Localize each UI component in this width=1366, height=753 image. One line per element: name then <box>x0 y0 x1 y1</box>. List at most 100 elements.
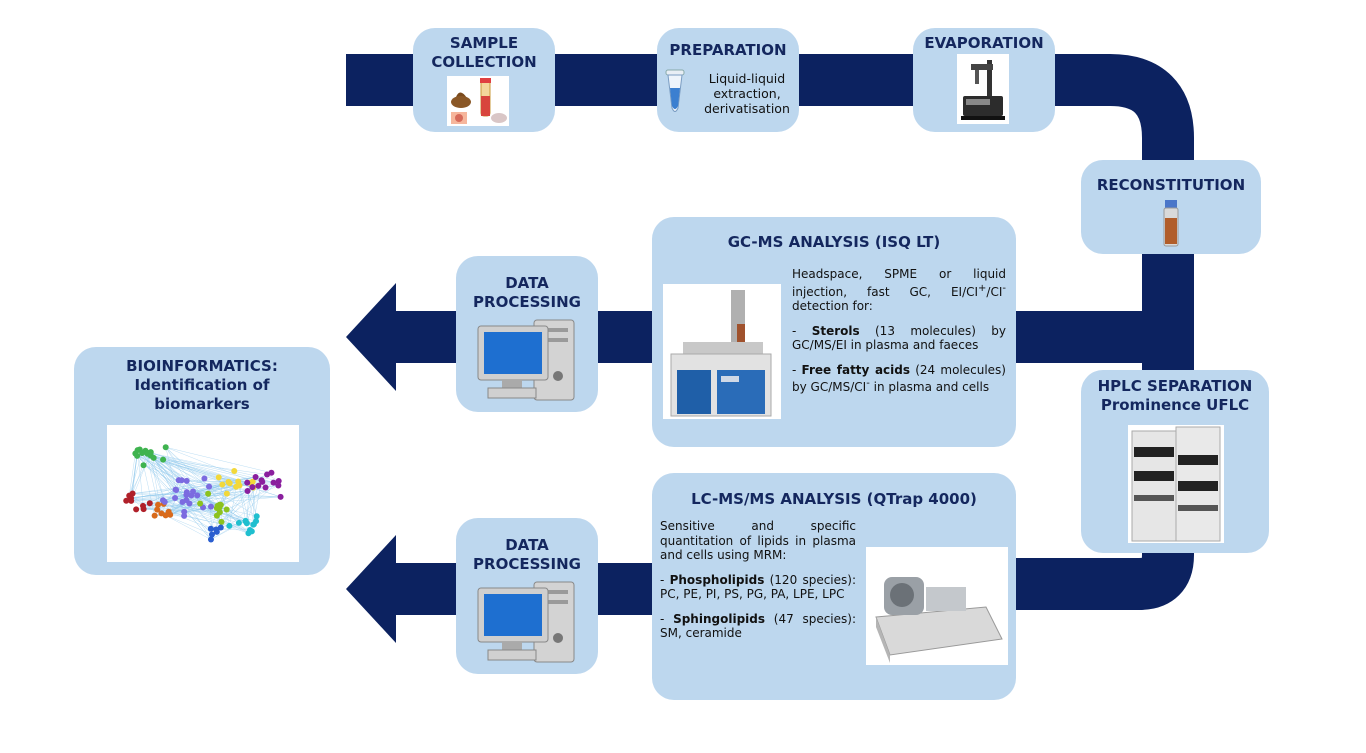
preparation-note: Liquid-liquid extraction, derivatisation <box>704 71 790 116</box>
network-node <box>226 522 233 529</box>
network-node <box>146 500 153 507</box>
network-node <box>194 492 201 499</box>
network-edge <box>163 459 268 475</box>
network-node <box>213 528 220 535</box>
network-node <box>223 506 230 513</box>
lc-ms-intro: Sensitive and specific quantitation of l… <box>660 519 856 562</box>
network-node <box>181 512 188 519</box>
network-edge <box>150 452 187 501</box>
network-node <box>181 508 188 515</box>
network-node <box>255 482 262 489</box>
network-node <box>236 482 243 489</box>
network-edge <box>139 449 248 483</box>
network-node <box>134 452 141 459</box>
network-node <box>160 456 167 463</box>
network-node <box>264 471 271 478</box>
network-node <box>140 502 147 509</box>
network-edge <box>165 515 212 540</box>
network-edge <box>143 465 155 516</box>
network-node <box>244 479 251 486</box>
network-edge <box>132 493 176 499</box>
network-edge <box>147 453 281 498</box>
network-node <box>217 524 224 531</box>
bioinformatics-title: BIOINFORMATICS: Identification of biomar… <box>126 357 278 413</box>
network-edge <box>165 446 272 474</box>
network-node <box>154 506 161 513</box>
lc-ms-description: Sensitive and specific quantitation of l… <box>660 519 856 651</box>
data-processing-gc-title: DATA PROCESSING <box>473 274 581 311</box>
network-node <box>213 505 220 512</box>
preparation-title: PREPARATION <box>669 41 787 59</box>
network-node <box>215 474 222 481</box>
sample-collection-title: SAMPLE COLLECTION <box>431 34 537 71</box>
network-node <box>252 474 259 481</box>
gc-ms-instrument-photo <box>663 284 781 419</box>
network-node <box>226 480 233 487</box>
arrowhead-lc <box>346 535 396 643</box>
network-node <box>218 518 225 525</box>
step-preparation: PREPARATION Liquid-liquid extraction, de… <box>657 28 799 132</box>
network-node <box>178 477 185 484</box>
hplc-title: HPLC SEPARATION Prominence UFLC <box>1097 377 1253 414</box>
network-node <box>172 486 179 493</box>
network-node <box>134 447 141 454</box>
network-edge <box>132 481 253 494</box>
sample-collection-photo <box>447 76 509 126</box>
network-edge <box>229 486 237 526</box>
network-node <box>179 499 186 506</box>
step-hplc-separation: HPLC SEPARATION Prominence UFLC <box>1081 370 1269 553</box>
evaporation-title: EVAPORATION <box>924 34 1044 52</box>
network-node <box>188 492 195 499</box>
network-node <box>183 491 190 498</box>
network-node <box>235 519 242 526</box>
computer-icon <box>476 576 580 672</box>
network-node <box>270 479 277 486</box>
network-node <box>151 512 158 519</box>
step-bioinformatics: BIOINFORMATICS: Identification of biomar… <box>74 347 330 575</box>
network-edge <box>163 503 252 532</box>
network-edge <box>164 501 239 524</box>
network-node <box>123 497 130 504</box>
network-node <box>186 500 193 507</box>
network-edge <box>162 499 251 531</box>
network-node <box>165 508 172 515</box>
network-edge <box>168 511 211 529</box>
step-lc-ms-analysis: LC-MS/MS ANALYSIS (QTrap 4000) Sensitive… <box>652 473 1016 700</box>
network-node <box>205 490 212 497</box>
network-node <box>133 506 140 513</box>
reconstitution-title: RECONSTITUTION <box>1096 176 1246 194</box>
gc-ms-intro: Headspace, SPME or liquid injection, fas… <box>792 267 1006 313</box>
network-node <box>127 494 134 501</box>
gc-ms-title: GC-MS ANALYSIS (ISQ LT) <box>727 233 941 251</box>
flow-path-top <box>346 54 1194 610</box>
step-gc-ms-analysis: GC-MS ANALYSIS (ISQ LT) Headspace, SPME … <box>652 217 1016 447</box>
vial-photo <box>1160 200 1182 248</box>
network-node <box>197 500 204 507</box>
network-node <box>250 521 257 528</box>
network-node <box>249 484 256 491</box>
network-node <box>231 467 238 474</box>
network-edge <box>137 455 210 487</box>
computer-icon <box>476 314 580 410</box>
network-edge <box>246 485 259 524</box>
network-node <box>206 483 213 490</box>
network-node <box>155 501 162 508</box>
network-edge <box>208 486 221 505</box>
step-evaporation: EVAPORATION <box>913 28 1055 132</box>
network-edge <box>162 459 205 479</box>
network-edge <box>208 486 246 522</box>
gc-ms-item-fatty-acids: - Free fatty acids (24 molecules) by GC/… <box>792 362 1006 395</box>
evaporator-instrument-photo <box>957 54 1009 124</box>
network-node <box>207 536 214 543</box>
network-node <box>162 444 169 451</box>
network-node <box>262 484 269 491</box>
network-node <box>208 531 215 538</box>
network-edge <box>219 490 248 508</box>
network-edge <box>210 522 240 540</box>
lc-ms-title: LC-MS/MS ANALYSIS (QTrap 4000) <box>691 490 977 508</box>
network-node <box>253 513 260 520</box>
network-node <box>207 503 214 510</box>
network-node <box>223 490 230 497</box>
network-node <box>140 462 147 469</box>
network-graph-image <box>107 425 299 562</box>
